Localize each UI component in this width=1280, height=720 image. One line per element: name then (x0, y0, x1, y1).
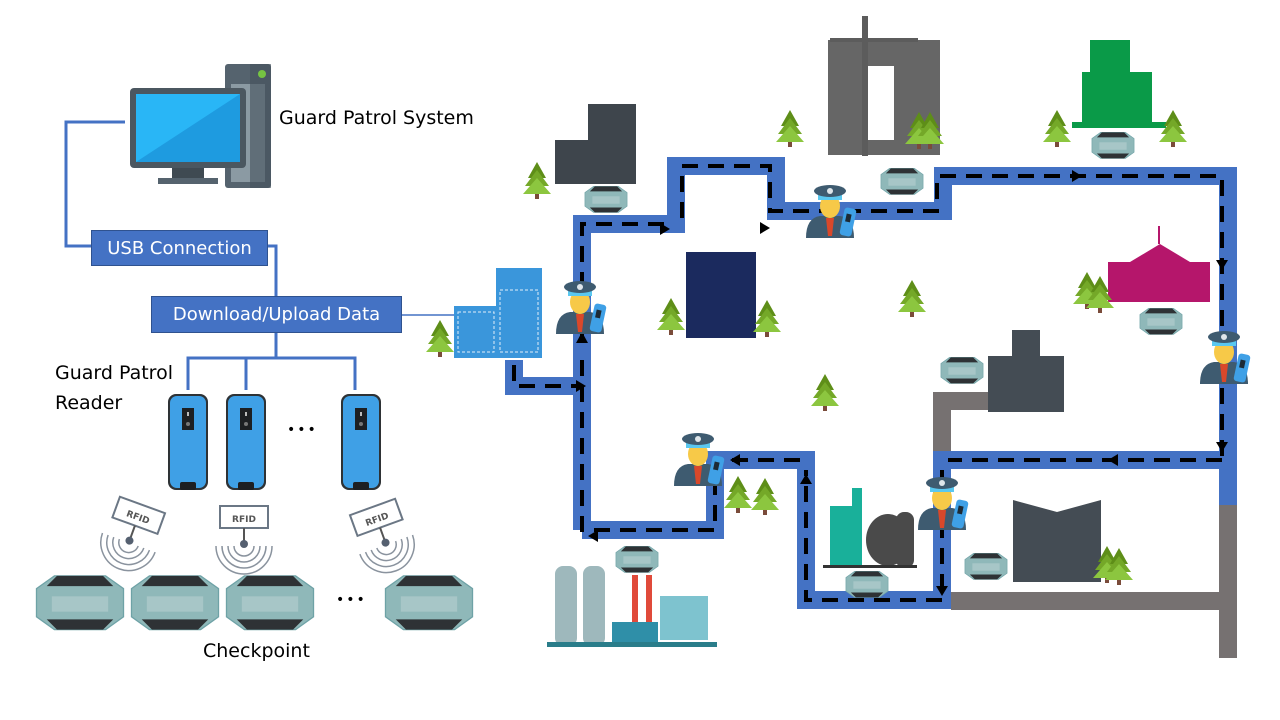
office-building-m-shape (1013, 500, 1101, 582)
roads (933, 392, 1237, 658)
tower-navy (686, 252, 756, 338)
patrol-guards (556, 185, 1251, 530)
office-building-dark-top (555, 104, 636, 184)
office-building-sky-blue (454, 268, 542, 358)
download-upload-data-box: Download/Upload Data (151, 296, 402, 333)
checkpoint-devices (35, 575, 474, 631)
guard-patrol-readers (168, 394, 381, 490)
guard-patrol-reader-label-line2: Reader (55, 392, 123, 414)
usb-connection-box: USB Connection (91, 230, 268, 266)
rfid-tags (91, 494, 424, 582)
guard-patrol-reader-label-line1: Guard Patrol (55, 362, 173, 384)
power-plant (547, 566, 717, 647)
route-arrows (576, 170, 1228, 596)
checkpoints-ellipsis: ••• (336, 592, 367, 608)
readers-ellipsis: ••• (287, 422, 318, 438)
guard-patrol-system-label: Guard Patrol System (279, 107, 474, 129)
connector-lines (64, 120, 456, 390)
office-building-green (1072, 40, 1166, 128)
checkpoint-label: Checkpoint (203, 640, 310, 662)
government-building-magenta (1108, 226, 1210, 302)
computer-icon (130, 64, 271, 188)
office-building-dark-mid (988, 330, 1064, 412)
factory-teal (823, 488, 917, 568)
